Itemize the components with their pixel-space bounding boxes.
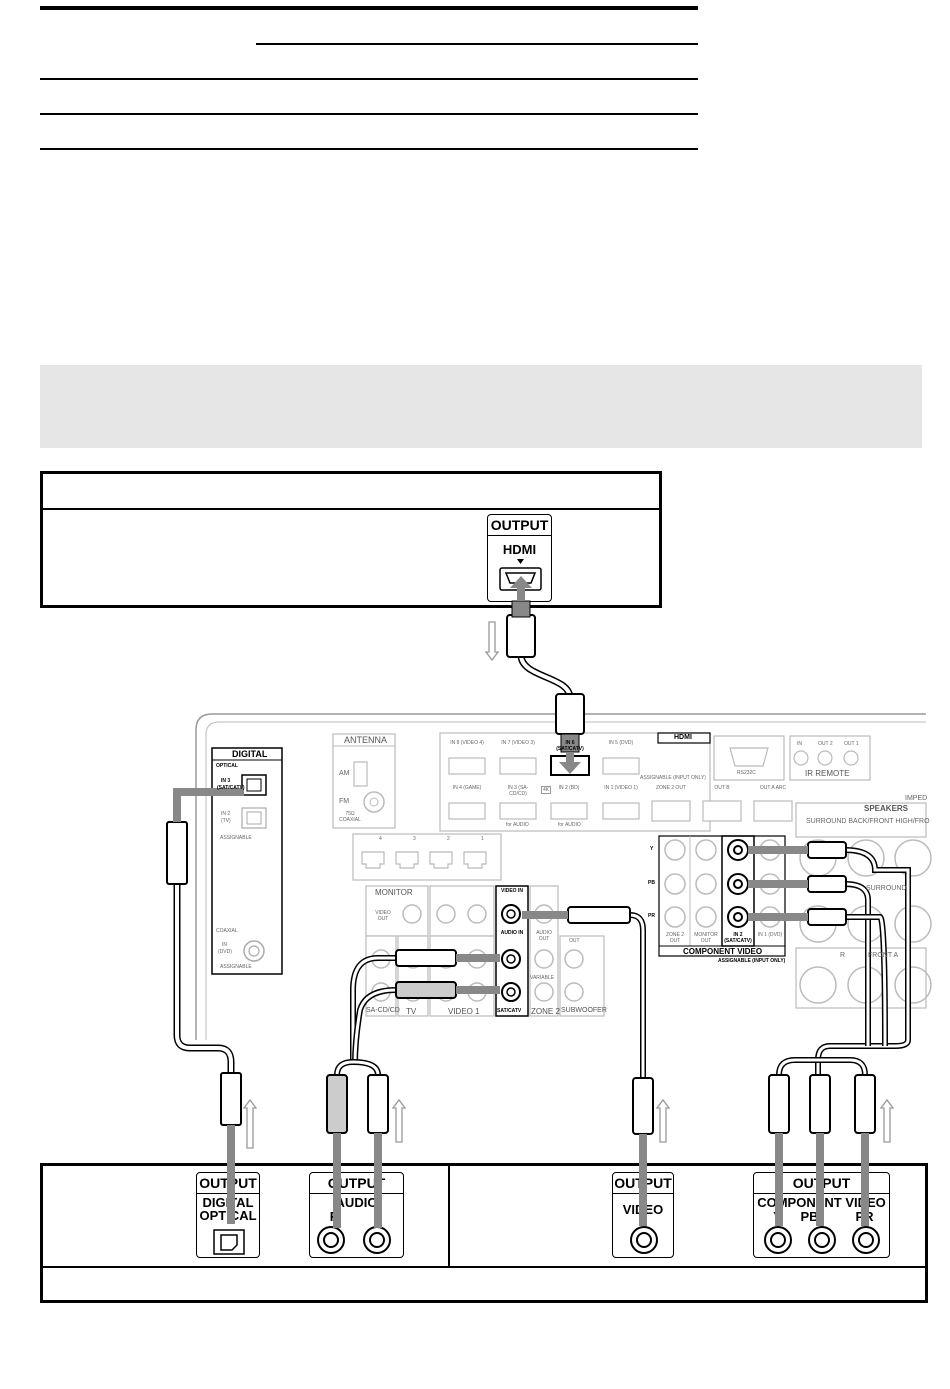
sacd-label: SA-CD/CD	[366, 1007, 400, 1014]
component-y: Y	[650, 846, 654, 852]
monitor-video-out: VIDEO OUT	[375, 910, 391, 922]
hdmi-bottom-port-7: OUT A ARC	[759, 785, 787, 791]
digital-in2-label: IN 2	[221, 811, 231, 817]
subwoofer-label: SUBWOOFER	[561, 1007, 607, 1014]
component-pb: PB	[648, 880, 655, 886]
zone2-label: ZONE 2	[531, 1007, 560, 1016]
monitor-label: MONITOR	[375, 888, 413, 897]
speakers-sub: SURROUND BACK/FRONT HIGH/FRO	[806, 818, 930, 825]
ir-port-out1: OUT 1	[844, 741, 859, 747]
component-col-2: MONITOR OUT	[694, 932, 718, 944]
audio-r-output-jack[interactable]	[316, 1225, 346, 1255]
ir-port-in: IN	[797, 741, 802, 747]
hdmi-top-port-4: IN 5 (DVD)	[608, 740, 634, 746]
hdmi-for-audio-2: for AUDIO	[558, 822, 581, 828]
audio-output-panel: OUTPUT AUDIO R L	[309, 1172, 404, 1258]
hdmi-bottom-port-4: IN 1 (VIDEO 1)	[604, 785, 638, 791]
hdmi-bottom-port-2: IN 3 (SA-CD/CD)	[507, 785, 529, 797]
source-device-column-divider	[448, 1166, 450, 1266]
component-col-4: IN 1 (DVD)	[757, 932, 783, 938]
hdmi-block-title: HDMI	[674, 734, 692, 741]
ir-remote-title: IR REMOTE	[805, 769, 850, 778]
sat-audio-in-label: AUDIO IN	[500, 930, 524, 936]
tv-label: TV	[406, 1007, 417, 1016]
variable-label: VARIABLE	[530, 975, 555, 981]
speakers-surround: SURROUND	[866, 885, 907, 892]
speakers-impedance: IMPED	[905, 795, 928, 802]
subwoofer-out-label: OUT	[569, 938, 580, 944]
digital-in3-sub: (SAT/CATV)	[217, 785, 245, 791]
video-output-jack[interactable]	[629, 1225, 659, 1255]
speakers-r: R	[840, 952, 846, 959]
hdmi-bottom-port-3: IN 2 (BD)	[558, 785, 580, 791]
lan-port-1: 1	[481, 836, 484, 842]
table-row-rule-1	[40, 78, 698, 80]
speakers-title: SPEAKERS	[864, 804, 909, 813]
antenna-coax: 75Ω COAXIAL	[339, 811, 361, 823]
audio-out-label: AUDIO OUT	[536, 930, 552, 942]
optical-output-port[interactable]	[213, 1229, 245, 1255]
speakers-front-a: FRONT A	[868, 952, 899, 959]
audio-l-output-jack[interactable]	[362, 1225, 392, 1255]
digital-in3-label: IN 3	[221, 778, 231, 784]
hdmi-bottom-port-1: IN 4 (GAME)	[452, 785, 482, 791]
digital-coax-in: IN	[222, 942, 227, 948]
hdmi-top-port-1: IN 8 (VIDEO 4)	[450, 740, 484, 746]
hdmi-top-port-3: IN 6 (SAT/CATV)	[556, 740, 584, 752]
lan-port-2: 2	[447, 836, 450, 842]
hdmi-output-title: OUTPUT	[490, 517, 549, 533]
source-device-footer-divider	[43, 1266, 925, 1268]
component-assignable: ASSIGNABLE (INPUT ONLY)	[718, 958, 786, 964]
component-pr-output-jack[interactable]	[851, 1225, 881, 1255]
hdmi-4k-badge: 4K	[541, 786, 552, 794]
video1-label: VIDEO 1	[448, 1007, 480, 1016]
table-header-subrule	[256, 43, 698, 45]
ir-port-out2: OUT 2	[818, 741, 833, 747]
device-header-divider	[43, 508, 659, 510]
table-top-rule	[40, 6, 698, 10]
digital-coax-dvd: (DVD)	[218, 949, 232, 955]
antenna-title: ANTENNA	[344, 735, 388, 745]
lan-port-3: 3	[413, 836, 416, 842]
component-col-3: IN 2 (SAT/CATV)	[724, 932, 752, 944]
table-row-rule-2	[40, 113, 698, 115]
antenna-fm: FM	[339, 798, 350, 805]
rs232c-label: RS232C	[737, 770, 756, 776]
digital-title: DIGITAL	[232, 749, 268, 759]
sat-video-in-label: VIDEO IN	[501, 888, 523, 894]
lan-port-4: 4	[379, 836, 382, 842]
sat-catv-label: SAT/CATV	[497, 1008, 522, 1014]
set-top-box-device	[40, 471, 662, 608]
hdmi-top-port-2: IN 7 (VIDEO 3)	[501, 740, 535, 746]
digital-in2-sub: (TV)	[221, 818, 231, 824]
component-pb-output-jack[interactable]	[807, 1225, 837, 1255]
hdmi-bottom-port-5: ZONE 2 OUT	[655, 785, 686, 791]
component-y-output-jack[interactable]	[763, 1225, 793, 1255]
audio-output-title: OUTPUT	[327, 1175, 386, 1191]
video-output-panel: OUTPUT VIDEO	[612, 1172, 674, 1258]
component-pr: PR	[648, 913, 655, 919]
digital-coaxial: COAXIAL	[216, 928, 238, 934]
component-col-1: ZONE 2 OUT	[665, 932, 685, 944]
audio-output-label: AUDIO	[335, 1195, 378, 1210]
component-pb-label: PB	[800, 1209, 819, 1224]
digital-coax-assignable: ASSIGNABLE	[220, 964, 252, 970]
antenna-am: AM	[339, 770, 350, 777]
hdmi-output-label: HDMI	[502, 542, 537, 557]
section-heading-band	[40, 365, 922, 448]
digital-optical-label: OPTICAL	[216, 763, 238, 769]
hdmi-panel-divider	[488, 535, 551, 536]
component-title: COMPONENT VIDEO	[683, 947, 763, 956]
hdmi-bottom-port-6: OUT B	[714, 785, 730, 791]
table-row-rule-3	[40, 148, 698, 150]
hdmi-for-audio-1: for AUDIO	[506, 822, 529, 828]
audio-panel-divider	[310, 1193, 403, 1194]
digital-assignable: ASSIGNABLE	[220, 835, 252, 841]
hdmi-assignable: ASSIGNABLE (INPUT ONLY)	[640, 775, 706, 781]
